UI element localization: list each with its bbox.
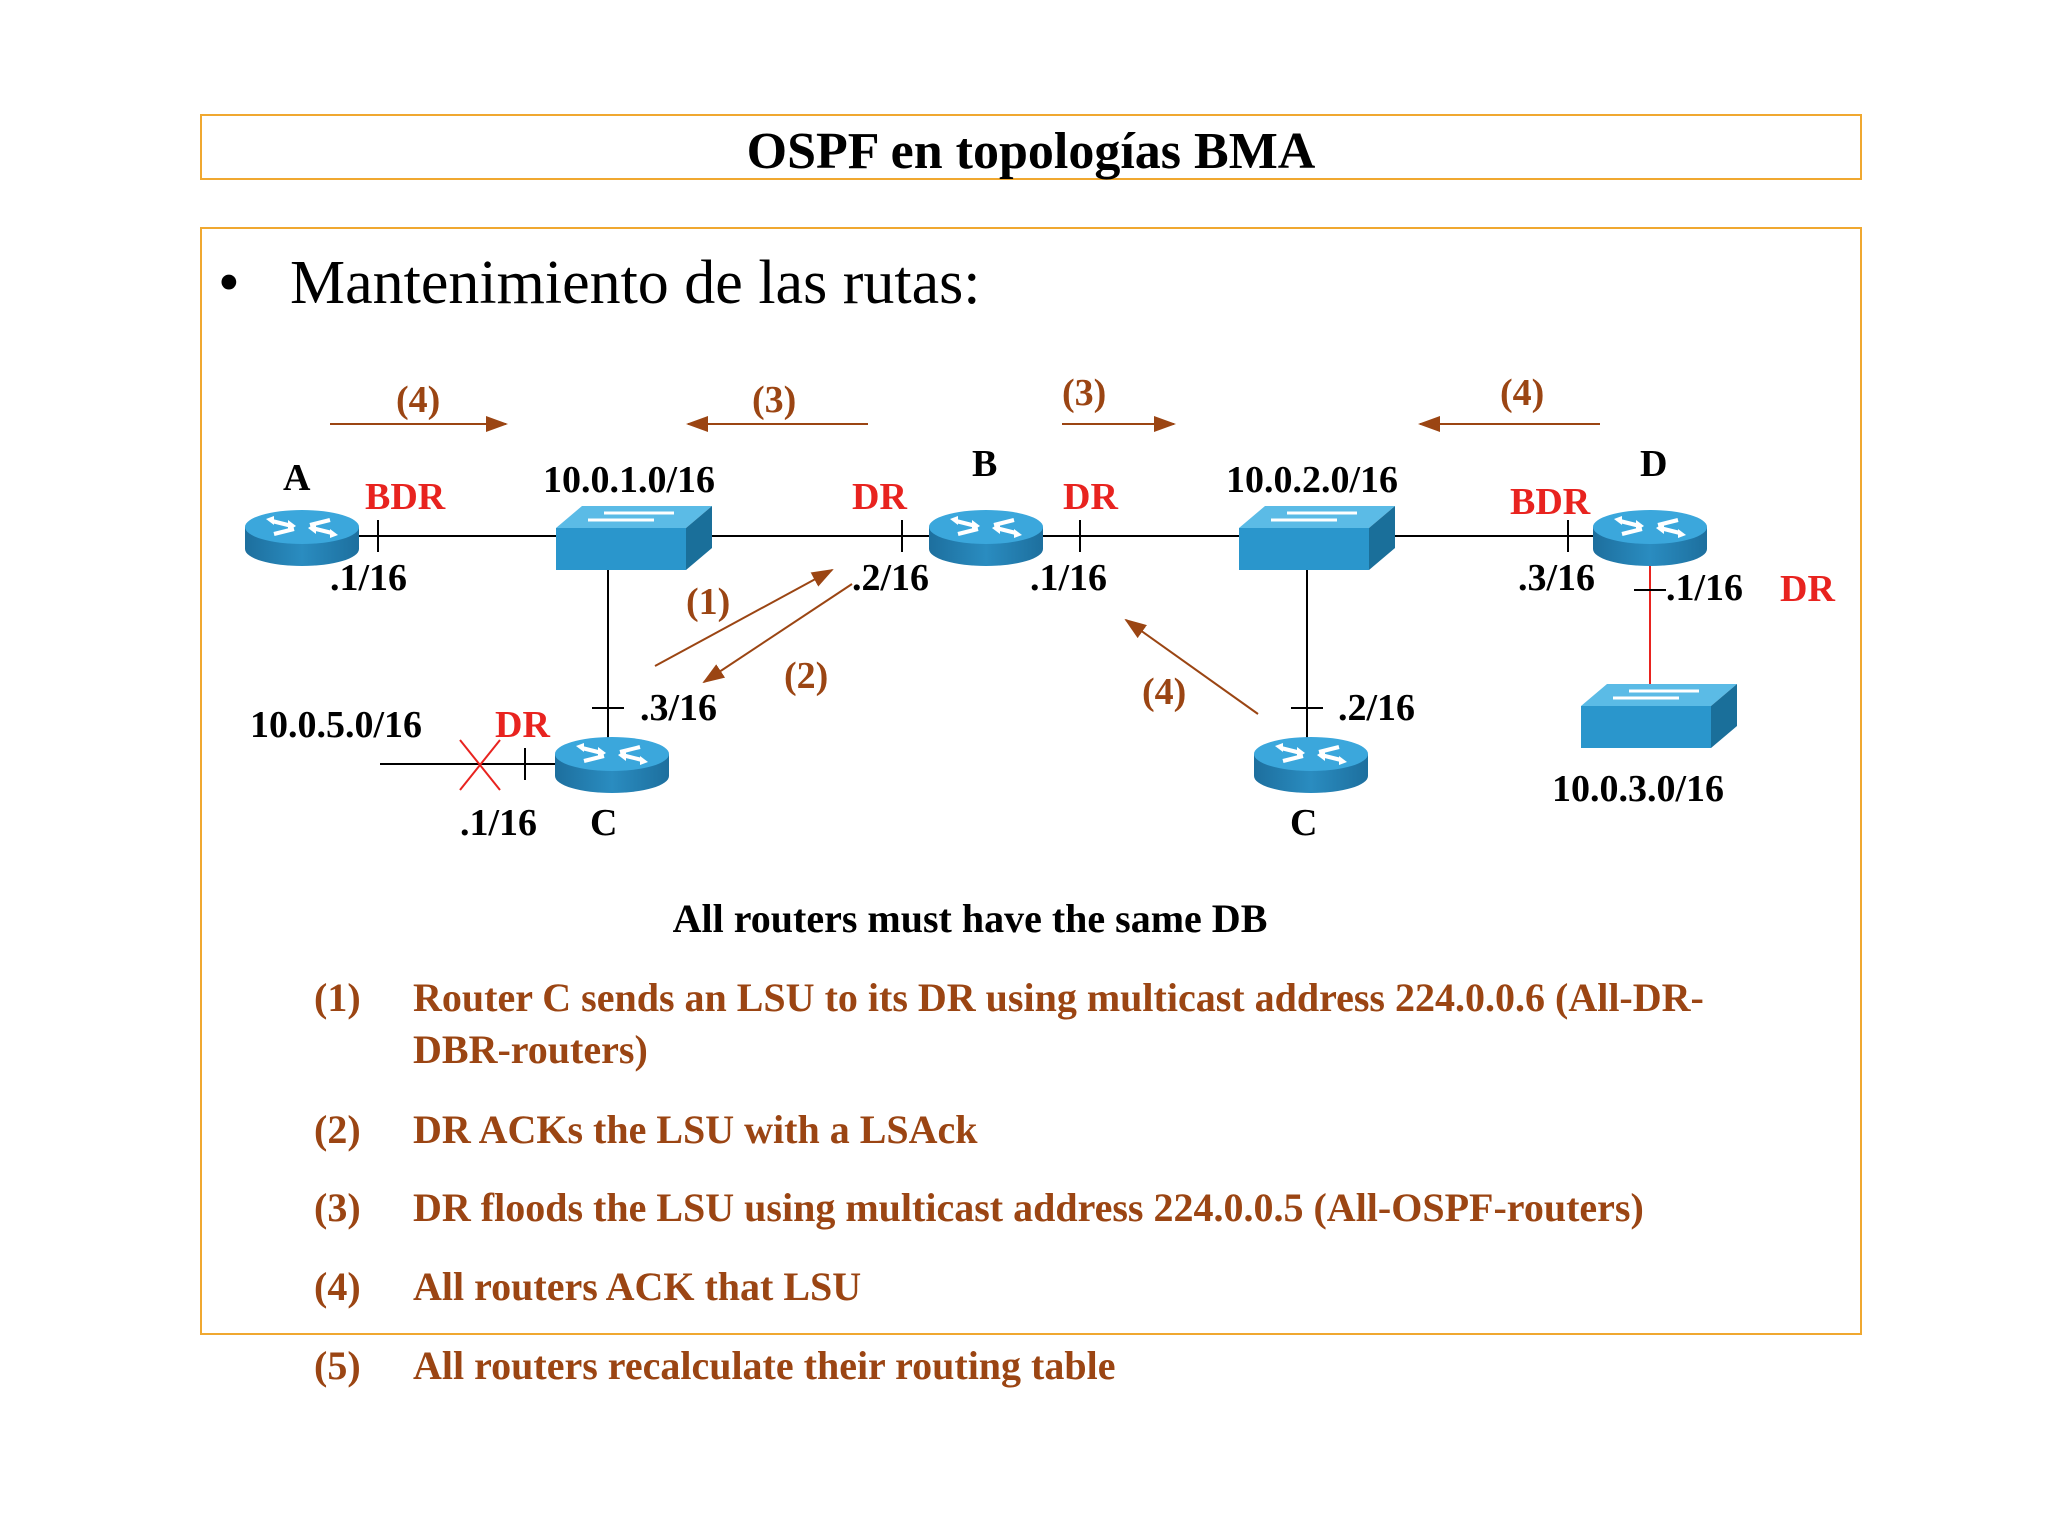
router-label-d: D — [1640, 443, 1667, 485]
arrow-4-lower — [1124, 618, 1259, 715]
iface-d-left: .3/16 — [1518, 557, 1595, 599]
step-item-4: (4) All routers ACK that LSU — [314, 1261, 1794, 1313]
content-box — [200, 227, 1862, 1335]
arrow-label-3-left: (3) — [752, 379, 796, 421]
arrow-label-4-left: (4) — [396, 379, 440, 421]
step-item-5: (5) All routers recalculate their routin… — [314, 1340, 1794, 1392]
step-number: (3) — [314, 1185, 361, 1230]
router-c-right-icon — [1252, 735, 1370, 795]
switch-10-0-1-icon — [554, 504, 714, 572]
step-text: Router C sends an LSU to its DR using mu… — [413, 975, 1704, 1072]
iface-d-down: .1/16 — [1666, 567, 1743, 609]
db-note: All routers must have the same DB — [672, 896, 1268, 941]
router-label-b: B — [972, 443, 997, 485]
step-number: (2) — [314, 1107, 361, 1152]
arrow-1 — [654, 569, 834, 667]
step-item-3: (3) DR floods the LSU using multicast ad… — [314, 1182, 1794, 1234]
network-label-n3: 10.0.3.0/16 — [1552, 768, 1724, 810]
flow-arrows — [330, 416, 1600, 715]
step-number: (5) — [314, 1343, 361, 1388]
interface-ticks — [377, 520, 1666, 780]
step-text: All routers ACK that LSU — [413, 1264, 862, 1309]
switch-10-0-3-icon — [1579, 682, 1739, 750]
bullet-dot: • — [218, 249, 240, 317]
router-label-c-left: C — [590, 802, 617, 844]
bullet-item: • Mantenimiento de las rutas: — [218, 248, 980, 319]
role-d-dr: DR — [1780, 568, 1835, 610]
step-text: DR floods the LSU using multicast addres… — [413, 1185, 1644, 1230]
router-c-left-icon — [553, 735, 671, 795]
network-label-n5: 10.0.5.0/16 — [250, 704, 422, 746]
step-item-1: (1) Router C sends an LSU to its DR usin… — [314, 972, 1794, 1076]
arrow-label-3-right: (3) — [1062, 372, 1106, 414]
links — [305, 535, 1640, 765]
slide-title: OSPF en topologías BMA — [746, 123, 1316, 180]
network-label-n1: 10.0.1.0/16 — [543, 459, 715, 501]
title-box: OSPF en topologías BMA — [200, 114, 1862, 180]
bullet-text: Mantenimiento de las rutas: — [290, 249, 981, 317]
switch-10-0-2-icon — [1237, 504, 1397, 572]
arrow-2 — [702, 583, 853, 684]
router-b-icon — [927, 508, 1045, 568]
role-d-bdr: BDR — [1510, 481, 1591, 523]
role-b-dr-right: DR — [1063, 476, 1118, 518]
role-a-bdr: BDR — [365, 476, 446, 518]
router-label-a: A — [283, 457, 311, 499]
role-c-dr: DR — [495, 704, 550, 746]
arrow-label-4-lower: (4) — [1142, 671, 1186, 713]
iface-b-right: .1/16 — [1030, 557, 1107, 599]
arrow-label-1: (1) — [686, 581, 730, 623]
iface-a: .1/16 — [330, 557, 407, 599]
link-failure-mark — [459, 739, 501, 791]
step-item-2: (2) DR ACKs the LSU with a LSAck — [314, 1104, 1794, 1156]
iface-c2-up: .2/16 — [1338, 687, 1415, 729]
router-label-c-right: C — [1290, 802, 1317, 844]
iface-c-up: .3/16 — [640, 687, 717, 729]
step-text: DR ACKs the LSU with a LSAck — [413, 1107, 978, 1152]
arrow-label-4-right: (4) — [1500, 372, 1544, 414]
arrow-label-2: (2) — [784, 655, 828, 697]
iface-c-left: .1/16 — [460, 802, 537, 844]
step-text: All routers recalculate their routing ta… — [413, 1343, 1116, 1388]
network-label-n2: 10.0.2.0/16 — [1226, 459, 1398, 501]
router-d-icon — [1591, 508, 1709, 568]
role-b-dr-left: DR — [852, 476, 907, 518]
step-number: (1) — [314, 975, 361, 1020]
step-number: (4) — [314, 1264, 361, 1309]
iface-b-left: .2/16 — [852, 557, 929, 599]
